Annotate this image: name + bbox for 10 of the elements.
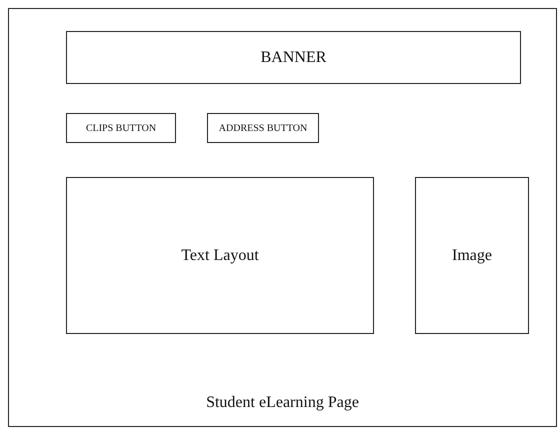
banner-area	[66, 31, 521, 84]
page-frame	[8, 8, 557, 427]
area-label: Image	[452, 246, 492, 264]
clips-button: CLIPS BUTTON	[66, 113, 176, 143]
image-area	[415, 177, 529, 334]
banner-label: BANNER	[260, 48, 326, 66]
page-caption: Student eLearning Page	[206, 394, 359, 412]
address-button: ADDRESS BUTTON	[207, 113, 319, 143]
area-label: Text Layout	[181, 246, 259, 264]
text-layout-area	[66, 177, 374, 334]
